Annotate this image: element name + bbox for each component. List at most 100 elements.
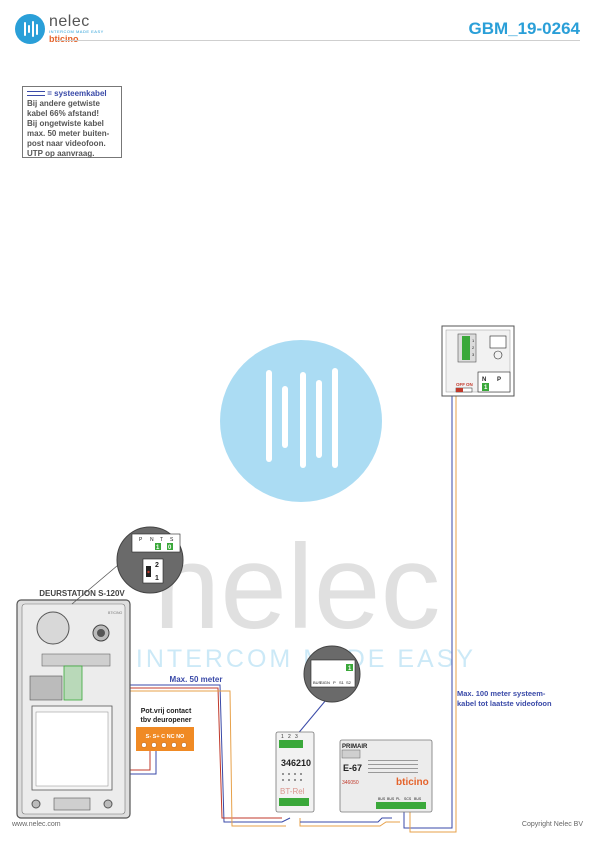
- jumper-label: 2: [155, 562, 159, 569]
- interface-terminal-bottom: [279, 798, 309, 806]
- interface-label: S2: [346, 680, 352, 685]
- interface-label: N: [327, 680, 330, 685]
- np-value: 1: [484, 385, 488, 391]
- interface-label: BUS: [313, 680, 322, 685]
- psu-terminal-label: SCS: [404, 797, 412, 801]
- legend-box: = systeemkabel Bij andere getwiste kabel…: [22, 86, 122, 158]
- legend-line: UTP op aanvraag.: [27, 149, 95, 158]
- psu-terminal-label: BUS: [414, 797, 422, 801]
- interface-label: P: [333, 680, 336, 685]
- zoom-pointer: [71, 559, 125, 605]
- psu-logo: bticino: [396, 777, 429, 788]
- psu-part-number: 346050: [342, 780, 359, 786]
- monitor-terminal-num: 3: [472, 352, 475, 357]
- dip-value-box: [167, 543, 173, 550]
- cable-note-long: kabel tot laatste videofoon: [457, 699, 552, 708]
- interface-terminal-top: [279, 740, 303, 748]
- interface-346210: 1 2 3 346210 BT-Rel: [275, 731, 315, 813]
- interface-subtitle: BT-Rel: [280, 787, 305, 796]
- psu-vents: [368, 760, 418, 773]
- np-label-p: P: [497, 377, 501, 383]
- brand-tagline: INTERCOM MADE EASY: [49, 29, 104, 34]
- psu-terminal-strip: [376, 802, 426, 809]
- dip-value-box: [155, 543, 161, 550]
- header-divider: [56, 40, 580, 41]
- riser-cable-alt: [409, 396, 457, 833]
- interface-value: 1: [348, 666, 352, 672]
- switch-knob-icon: [456, 388, 463, 392]
- module-connector: [29, 675, 63, 701]
- system-cable-swatch: [27, 91, 45, 97]
- jumper-dot: [147, 570, 150, 574]
- cable-note-short: Max. 50 meter: [170, 675, 223, 684]
- riser-cable: [403, 396, 453, 829]
- monitor-terminal-strip: [462, 336, 470, 360]
- psu-housing: [339, 739, 433, 813]
- interface-label: S1: [339, 680, 345, 685]
- psu-primary-label: PRIMAIR: [342, 744, 368, 750]
- legend-title: = systeemkabel: [47, 89, 107, 98]
- camera-lens-icon: [97, 629, 105, 637]
- system-cable: [80, 684, 291, 823]
- brand-name: nelec: [49, 13, 90, 30]
- psu-terminal-label: BUS: [387, 797, 395, 801]
- psu-terminal-label: PL: [396, 797, 400, 801]
- relay-terminal-labels: S- S+ C NC NO: [146, 734, 185, 740]
- door-station: DEURSTATION S-120V BTICINO: [16, 589, 131, 819]
- legend-line: Bij andere getwiste: [27, 99, 100, 108]
- monitor-terminal-num: 1: [472, 338, 475, 343]
- legend-line: post naar videofoon.: [27, 139, 106, 148]
- video-monitor: 1 2 3 OFF ON N P 1: [441, 325, 515, 397]
- door-station-bottom: [53, 797, 91, 811]
- psu-terminal-label: BUS: [378, 797, 386, 801]
- np-value-box: [482, 383, 489, 391]
- interface-number: 1: [281, 734, 284, 740]
- psu-model: E-67: [343, 763, 362, 773]
- legend-line: max. 50 meter buiten-: [27, 129, 110, 138]
- footer-copyright: Copyright Nelec BV: [521, 821, 583, 828]
- interface-value-box: [346, 664, 353, 671]
- np-label-n: N: [482, 377, 486, 383]
- bus-cable-alt: [300, 817, 392, 823]
- watermark-bars-icon: [266, 368, 338, 468]
- dip-label: N: [150, 537, 154, 543]
- dip-label: P: [139, 537, 143, 543]
- document-code: GBM_19-0264: [468, 19, 580, 38]
- switch-label-on: ON: [466, 382, 473, 387]
- door-station-board: [41, 653, 111, 667]
- zoom-pointer: [295, 699, 327, 737]
- config-knob-icon: [493, 350, 503, 360]
- relay-caption: Pot.vrij contact: [141, 708, 192, 715]
- orange-cable: [80, 690, 286, 827]
- screw-icon: [103, 799, 113, 809]
- door-station-brand: BTICINO: [108, 611, 122, 615]
- zoom-detail-top: P N T S 1 0 2 1: [71, 526, 184, 605]
- jumper-label: 1: [155, 575, 159, 582]
- legend-title-row: = systeemkabel: [27, 89, 117, 99]
- interface-number: 3: [295, 734, 298, 740]
- screw-icon: [31, 799, 41, 809]
- relay-terminal-screws: [141, 742, 187, 748]
- power-supply: PRIMAIR E-67 346050 bticino BUS BUS PL S…: [339, 739, 433, 813]
- interface-label: SIG: [320, 680, 327, 685]
- header: nelec INTERCOM MADE EASY bticino GBM_19-…: [0, 0, 595, 50]
- screen-icon: [489, 335, 507, 349]
- monitor-terminal-num: 2: [472, 345, 475, 350]
- interface-vents: [282, 773, 302, 781]
- legend-line: Bij ongetwiste kabel: [27, 119, 104, 128]
- bus-cable: [299, 818, 400, 827]
- terminal-strip: [63, 665, 83, 701]
- partner-logo: bticino: [49, 34, 79, 44]
- dip-value: 1: [156, 545, 160, 551]
- system-cable-alt: [80, 687, 282, 819]
- zoom-detail-mid: 1 BUS SIG N P S1 S2: [295, 645, 361, 737]
- psu-primary-terminal: [341, 749, 361, 759]
- speaker-icon: [36, 611, 70, 645]
- switch-label-off: OFF: [456, 382, 465, 387]
- nelec-logo-icon: [15, 14, 45, 44]
- dip-label: T: [160, 537, 163, 543]
- cable-note-long: Max. 100 meter systeem-: [457, 689, 546, 698]
- watermark-word: nelec: [154, 520, 441, 654]
